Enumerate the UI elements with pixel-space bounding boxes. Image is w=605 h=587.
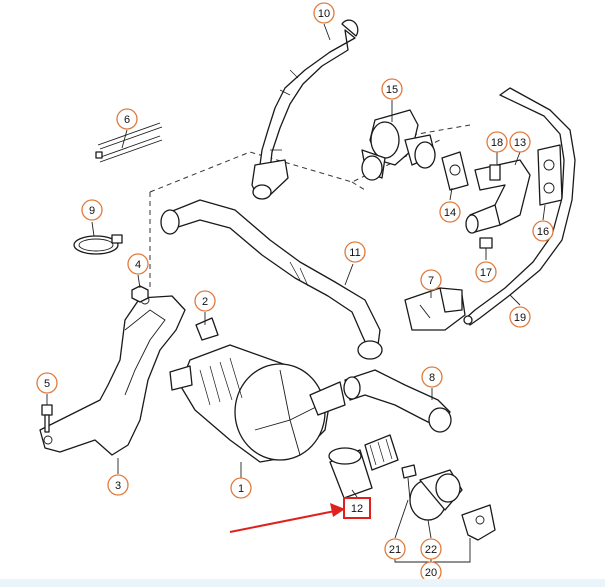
callout-label: 3 <box>115 480 121 492</box>
callout-circle <box>116 108 138 130</box>
callout-label: 9 <box>89 205 95 217</box>
callout-label: 13 <box>514 137 526 149</box>
gasket-part-14 <box>441 151 469 191</box>
callout-label: 11 <box>349 247 360 259</box>
bolt-part-5 <box>41 404 53 433</box>
callout-circle <box>509 131 531 153</box>
valve-part-7 <box>404 287 473 331</box>
callout-circle <box>421 366 443 388</box>
callout-label: 15 <box>386 84 398 96</box>
callout-label: 18 <box>491 137 503 149</box>
bolt-part-17 <box>479 237 493 258</box>
callout-6: 6 <box>116 108 138 130</box>
callout-12: 12 <box>343 497 371 519</box>
callout-16: 16 <box>532 220 554 242</box>
callout-21: 21 <box>384 538 406 560</box>
callout-circle <box>81 199 103 221</box>
callout-15: 15 <box>381 78 403 100</box>
callout-circle <box>532 220 554 242</box>
callout-label: 4 <box>135 259 141 271</box>
valve-part-22 <box>409 469 463 521</box>
highlight-arrow <box>229 503 345 533</box>
bolt-part-18 <box>489 164 501 181</box>
bracket-part-20 <box>461 504 496 541</box>
callout-circle <box>439 201 461 223</box>
callout-circle <box>344 241 366 263</box>
callout-label: 1 <box>238 483 244 495</box>
callout-1: 1 <box>230 477 252 499</box>
callout-17: 17 <box>475 261 497 283</box>
callout-circle <box>384 538 406 560</box>
callout-circle <box>420 269 442 291</box>
callout-circle <box>194 290 216 312</box>
callout-circle <box>509 306 531 328</box>
bracket-part-3 <box>39 295 186 456</box>
callout-circle <box>486 131 508 153</box>
callout-8: 8 <box>421 366 443 388</box>
callout-4: 4 <box>127 253 149 275</box>
callout-22: 22 <box>420 538 442 560</box>
elbow-hose-part-8 <box>343 369 452 433</box>
pipe-part-13 <box>465 159 531 234</box>
callout-circle <box>230 477 252 499</box>
callout-7: 7 <box>420 269 442 291</box>
valve-part-15 <box>361 109 436 181</box>
cable-ties-part-6 <box>95 122 163 163</box>
leader-lines <box>46 23 546 563</box>
callout-5: 5 <box>36 372 58 394</box>
callout-circle <box>475 261 497 283</box>
callout-label: 7 <box>428 275 434 287</box>
callout-circle <box>127 253 149 275</box>
hose-part-12 <box>328 434 399 499</box>
callout-label: 20 <box>425 567 437 579</box>
callout-label: 17 <box>480 267 492 279</box>
callout-label: 12 <box>351 503 363 515</box>
callout-label: 19 <box>514 312 526 324</box>
bolt-part-21 <box>401 464 417 501</box>
callout-circle <box>107 474 129 496</box>
gasket-part-16 <box>537 144 563 206</box>
upper-hose-part-10 <box>251 19 359 200</box>
callout-20: 20 <box>420 561 442 583</box>
callout-label: 21 <box>389 544 401 556</box>
long-hose-part-11 <box>160 199 383 360</box>
callout-14: 14 <box>439 201 461 223</box>
nut-part-4 <box>131 285 149 303</box>
callout-label: 10 <box>318 8 330 20</box>
callout-label: 6 <box>124 114 130 126</box>
callout-label: 8 <box>429 372 435 384</box>
bottom-band <box>0 579 605 587</box>
callout-circle <box>420 538 442 560</box>
callout-label: 16 <box>537 226 549 238</box>
callout-2: 2 <box>194 290 216 312</box>
air-pump-part-1 <box>169 344 346 463</box>
callout-3: 3 <box>107 474 129 496</box>
callout-13: 13 <box>509 131 531 153</box>
callout-18: 18 <box>486 131 508 153</box>
callout-9: 9 <box>81 199 103 221</box>
callout-circle <box>313 2 335 24</box>
callout-circle <box>381 78 403 100</box>
callout-circle <box>36 372 58 394</box>
vacuum-hose-part-19 <box>465 87 576 326</box>
callout-highlight-box <box>343 497 371 519</box>
callout-label: 14 <box>444 207 456 219</box>
connector-part-2 <box>195 317 219 341</box>
hose-clamp-part-9 <box>73 234 123 255</box>
callout-10: 10 <box>313 2 335 24</box>
callout-label: 2 <box>202 296 208 308</box>
callout-19: 19 <box>509 306 531 328</box>
callout-label: 5 <box>44 378 50 390</box>
callout-11: 11 <box>344 241 366 263</box>
callout-label: 22 <box>425 544 437 556</box>
